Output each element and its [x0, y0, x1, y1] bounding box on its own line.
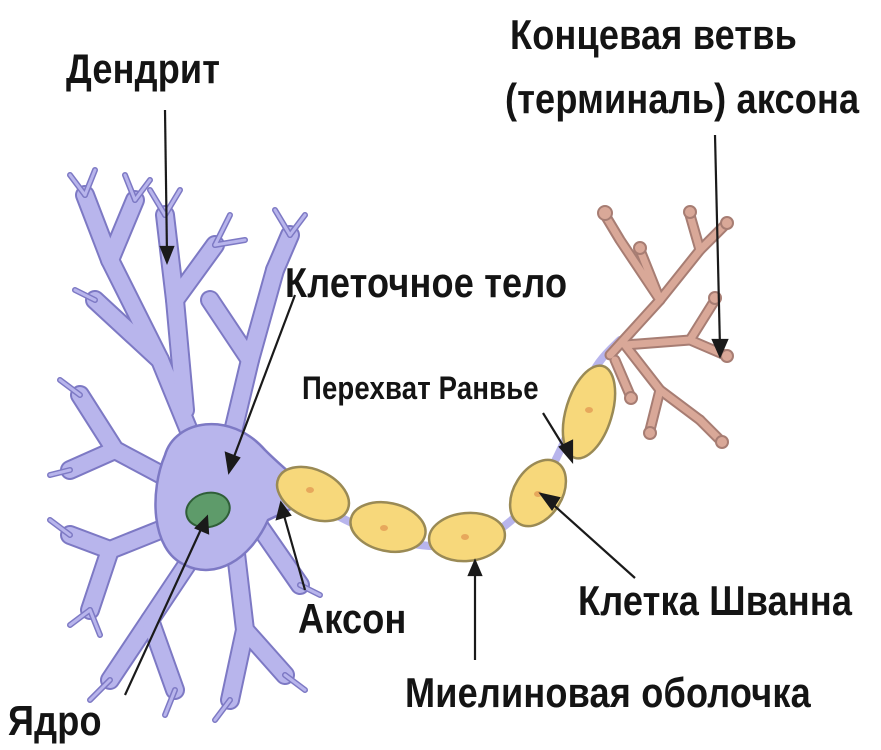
axon-terminal-label-line1: Концевая ветвь [510, 14, 797, 56]
myelin-sheath-label: Миелиновая оболочка [405, 672, 811, 714]
node-of-ranvier-label: Перехват Ранвье [302, 372, 539, 404]
schwann-cell [346, 496, 430, 559]
nucleus-label: Ядро [8, 700, 102, 742]
dendrite-label: Дендрит [66, 48, 220, 90]
axon-label: Аксон [298, 598, 407, 640]
axon-terminal [598, 206, 733, 448]
schwann-cell-pointer [548, 500, 635, 578]
schwann-cell-label: Клетка Шванна [578, 580, 852, 622]
schwann-cell [427, 510, 507, 564]
axon-terminal-label-line2: (терминаль) аксона [505, 78, 859, 120]
myelin-sheath-arrowhead [469, 561, 481, 575]
cell-body-label: Клеточное тело [285, 262, 567, 304]
